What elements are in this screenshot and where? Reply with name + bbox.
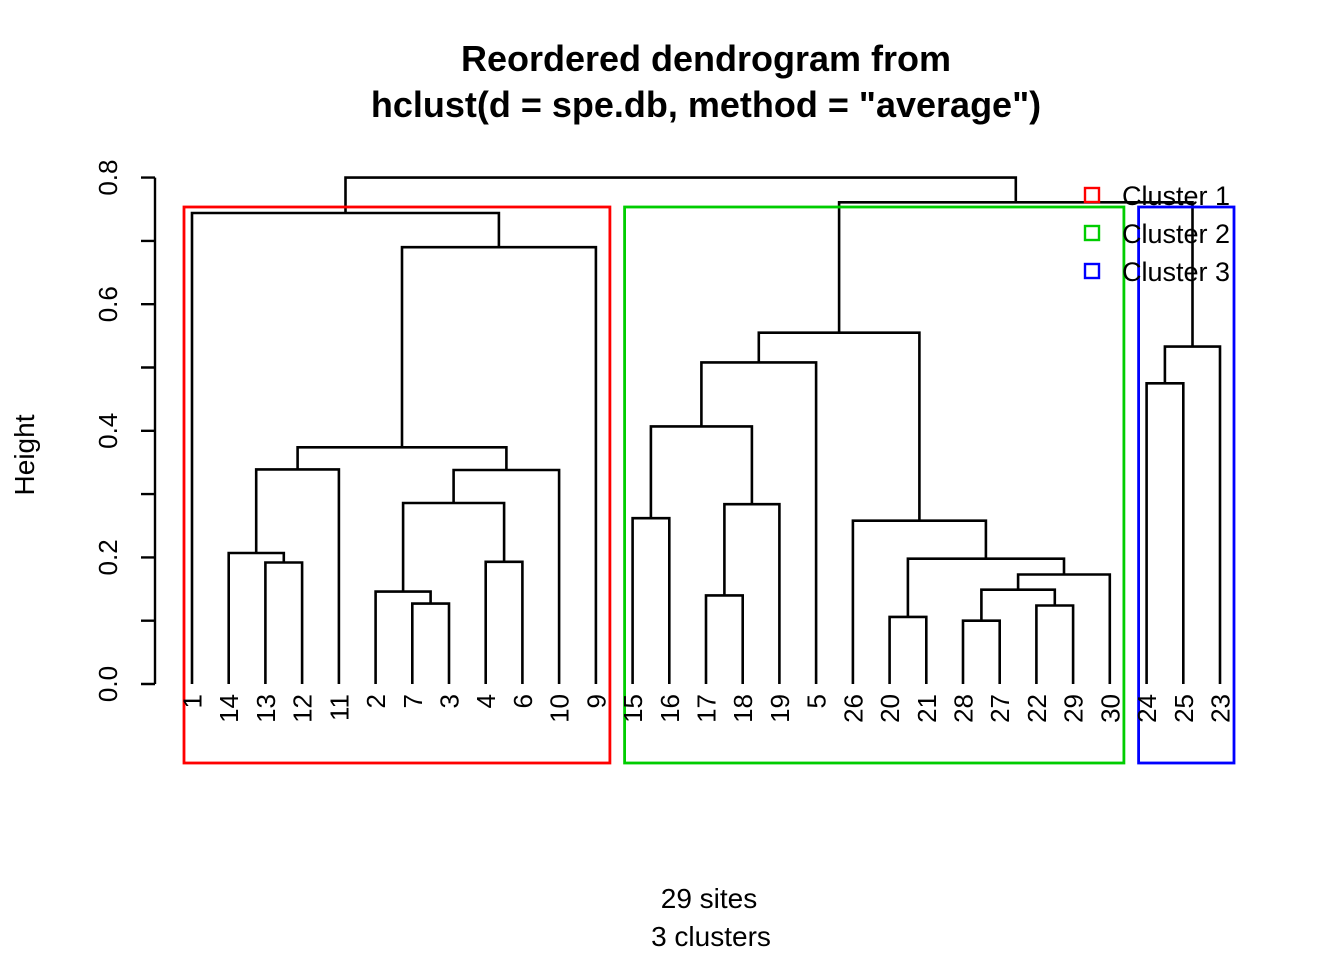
leaf-label-5: 5 — [802, 694, 832, 708]
y-axis — [141, 176, 157, 686]
leaf-label-17: 17 — [692, 694, 722, 723]
subtitle: 3 clusters — [651, 921, 771, 952]
y-axis-title: Height — [9, 414, 40, 495]
leaf-label-9: 9 — [581, 694, 611, 708]
y-axis-line — [141, 176, 157, 686]
leaf-label-25: 25 — [1169, 694, 1199, 723]
legend-label-cluster-3: Cluster 3 — [1122, 257, 1230, 287]
dendrogram-tree-lines — [190, 176, 1222, 684]
leaf-label-23: 23 — [1206, 694, 1236, 723]
legend-label-cluster-2: Cluster 2 — [1122, 219, 1230, 249]
legend: Cluster 1 Cluster 2 Cluster 3 — [1083, 181, 1230, 287]
leaf-label-3: 3 — [435, 694, 465, 708]
y-axis-tick-label-0.8: 0.8 — [93, 160, 123, 196]
legend-label-cluster-1: Cluster 1 — [1122, 181, 1230, 211]
leaf-label-22: 22 — [1022, 694, 1052, 723]
leaf-label-26: 26 — [838, 694, 868, 723]
y-axis-tick-label-0.2: 0.2 — [93, 539, 123, 575]
leaf-label-4: 4 — [471, 694, 501, 708]
cluster-box-2 — [623, 205, 1126, 765]
legend-swatch-blue — [1083, 262, 1101, 280]
leaf-label-16: 16 — [655, 694, 685, 723]
cluster-boxes — [182, 205, 1236, 765]
y-axis-tick-labels: 0.0 0.2 0.4 0.6 0.8 — [93, 160, 123, 703]
leaf-label-1: 1 — [178, 694, 208, 708]
leaf-label-19: 19 — [765, 694, 795, 723]
legend-swatch-green — [1083, 224, 1101, 242]
leaf-label-24: 24 — [1132, 694, 1162, 723]
leaf-label-30: 30 — [1095, 694, 1125, 723]
leaf-label-27: 27 — [985, 694, 1015, 723]
leaf-label-11: 11 — [324, 694, 354, 721]
dendrogram-branches — [190, 176, 1222, 684]
y-axis-tick-label-0.4: 0.4 — [93, 413, 123, 449]
legend-item-cluster-3: Cluster 3 — [1083, 257, 1230, 287]
legend-item-cluster-1: Cluster 1 — [1083, 181, 1230, 211]
x-axis-label: 29 sites — [661, 883, 758, 914]
legend-item-cluster-2: Cluster 2 — [1083, 219, 1230, 249]
leaf-label-18: 18 — [728, 694, 758, 723]
cluster-box-3 — [1137, 205, 1236, 765]
y-axis-tick-label-0.6: 0.6 — [93, 286, 123, 322]
leaf-label-12: 12 — [288, 694, 318, 723]
leaf-label-13: 13 — [251, 694, 281, 723]
leaf-label-2: 2 — [361, 694, 391, 708]
leaf-label-15: 15 — [618, 694, 648, 723]
chart-title-line2: hclust(d = spe.db, method = "average") — [371, 84, 1041, 125]
y-axis-tick-label-0.0: 0.0 — [93, 666, 123, 702]
chart-title-line1: Reordered dendrogram from — [461, 38, 951, 79]
leaf-label-20: 20 — [875, 694, 905, 723]
leaf-label-21: 21 — [912, 694, 942, 723]
leaf-label-10: 10 — [545, 694, 575, 723]
leaf-label-6: 6 — [508, 694, 538, 708]
cluster-box-1 — [182, 205, 612, 765]
leaf-label-29: 29 — [1059, 694, 1089, 723]
legend-swatch-red — [1083, 186, 1101, 204]
leaf-label-7: 7 — [398, 694, 428, 708]
leaf-label-28: 28 — [949, 694, 979, 723]
leaf-label-14: 14 — [214, 694, 244, 723]
